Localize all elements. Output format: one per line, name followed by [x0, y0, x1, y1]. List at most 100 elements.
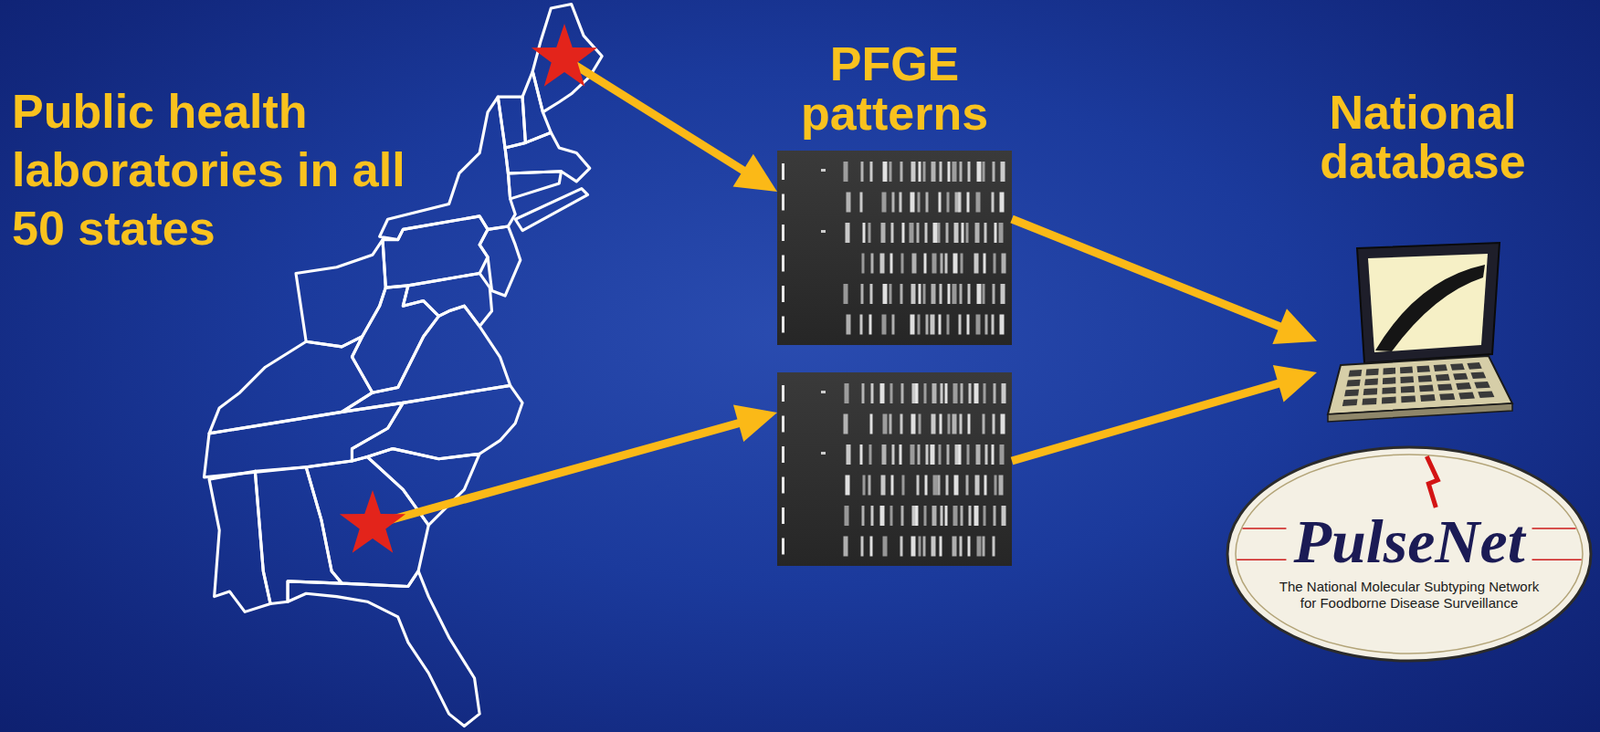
gel-band [891, 222, 895, 243]
gel-band [860, 444, 864, 465]
gel-band [902, 222, 906, 243]
laptop-key [1382, 377, 1396, 385]
gel-band [1000, 315, 1005, 336]
state-outline [515, 189, 588, 232]
gel-band [931, 536, 937, 558]
gel-band [869, 444, 873, 465]
gel-band [900, 536, 904, 558]
gel-band [899, 192, 903, 213]
gel-band [960, 383, 964, 404]
gel-band [889, 284, 893, 305]
logo-oval-outline [1227, 447, 1591, 662]
gel-band [940, 253, 944, 274]
gel-band [994, 475, 998, 496]
gel-band [846, 192, 852, 213]
arrow-connector [564, 58, 778, 192]
gel-band [910, 315, 916, 336]
gel-band [900, 414, 904, 435]
gel-band [976, 315, 981, 336]
state-outline [382, 216, 488, 288]
gel-band [960, 253, 964, 274]
gel-band [909, 222, 915, 243]
gel-band [968, 536, 971, 558]
logo-inner-ring [1235, 454, 1583, 654]
gel-band [947, 444, 950, 465]
gel-group: PFGE patterns [777, 36, 1012, 569]
laptop-key [1344, 389, 1359, 397]
gel-band [915, 505, 919, 527]
gel-band [977, 536, 982, 558]
state-outline [341, 305, 510, 412]
gel-band [947, 192, 950, 213]
logo-red-line [1532, 527, 1577, 530]
gel-band [931, 414, 937, 435]
gel-band [890, 383, 894, 404]
gel-band [959, 284, 963, 305]
gel-band [931, 284, 937, 305]
laptop-icon [1327, 242, 1513, 422]
gel-band [952, 414, 958, 435]
gel-image [777, 372, 1012, 567]
gel-band [882, 192, 887, 213]
gel-band [890, 505, 894, 527]
gel-band [899, 444, 903, 465]
laptop-key [1420, 394, 1436, 402]
laptop-key [1470, 372, 1486, 380]
gel-band [846, 315, 852, 336]
gel-band [967, 315, 970, 336]
laptop-key [1455, 382, 1472, 390]
gel-band [933, 222, 938, 243]
laptop-key [1348, 369, 1363, 378]
gel-band [883, 414, 888, 435]
laptop-key [1342, 399, 1358, 407]
gel-band [958, 444, 962, 465]
gel-band [976, 192, 981, 213]
gel-band [781, 255, 785, 273]
laptop-key [1400, 376, 1414, 384]
gel-band [961, 222, 965, 243]
gel-band [952, 161, 958, 182]
gel-band [976, 444, 981, 465]
gel-band [781, 163, 785, 180]
laptop-key [1364, 378, 1379, 387]
laptop-key [1437, 383, 1453, 391]
gel-band [977, 284, 982, 305]
arrow-connector [1011, 219, 1317, 345]
gel-band [992, 161, 996, 182]
gel-band [821, 168, 826, 172]
gel-band [968, 414, 971, 435]
gel-band [862, 253, 865, 274]
gel-band [960, 505, 964, 527]
gel-band [925, 475, 928, 496]
gel-band [900, 161, 904, 182]
gel-band [900, 284, 904, 305]
arrow-connector [1011, 365, 1317, 462]
gel-band [917, 315, 921, 336]
laptop-key [1381, 397, 1397, 405]
gel-band [992, 414, 996, 435]
gel-band [1001, 253, 1007, 274]
gel-band [860, 315, 864, 336]
logo-red-line [1236, 558, 1286, 561]
gel-band [939, 414, 943, 435]
gel-band [968, 505, 972, 527]
gel-band [781, 416, 785, 433]
gel-band [959, 414, 963, 435]
laptop-key [1416, 365, 1431, 373]
laptop-key [1418, 375, 1432, 383]
gel-band [843, 161, 849, 182]
gel-band [968, 284, 971, 305]
gel-band [881, 222, 886, 243]
gel-band [917, 444, 921, 465]
gel-band [937, 222, 941, 243]
gel-band [1000, 414, 1006, 435]
state-outline [402, 273, 492, 327]
gel-band [889, 161, 893, 182]
lightning-bolt [1426, 456, 1438, 508]
gel-band [932, 383, 937, 404]
gel-band [889, 414, 893, 435]
gel-band [870, 161, 874, 182]
gel-band [993, 383, 997, 404]
gel-band [1000, 444, 1005, 465]
state-outline [209, 471, 271, 612]
